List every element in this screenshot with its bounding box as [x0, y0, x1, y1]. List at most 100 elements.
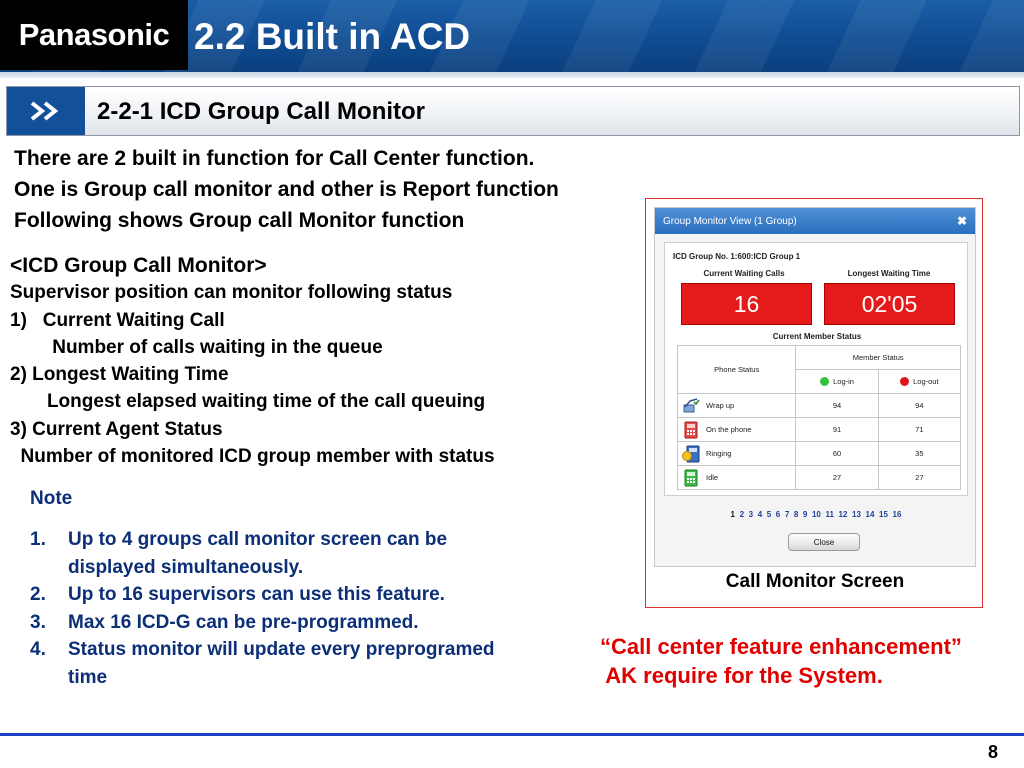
- current-waiting-value: 16: [681, 283, 812, 325]
- logout-label: Log-out: [913, 376, 939, 386]
- close-button[interactable]: Close: [788, 533, 860, 551]
- login-header: Log-in: [795, 369, 879, 394]
- note-number: 3.: [30, 611, 46, 633]
- phone-status-cell: On the phone: [676, 417, 797, 442]
- logo: Panasonic: [0, 0, 188, 70]
- phone-status-cell: Wrap up: [676, 393, 797, 418]
- feature-heading: <ICD Group Call Monitor>: [10, 254, 267, 277]
- note-text: Up to 4 groups call monitor screen can b…: [68, 529, 448, 578]
- section-header: 2-2-1 ICD Group Call Monitor: [6, 86, 1020, 136]
- page-link-8[interactable]: 8: [793, 510, 799, 519]
- feature-line: Number of monitored ICD group member wit…: [10, 446, 495, 468]
- page-link-6[interactable]: 6: [775, 510, 781, 519]
- table-subheader-row: Log-in Log-out: [678, 369, 962, 394]
- feature-line: Longest elapsed waiting time of the call…: [10, 391, 486, 413]
- note-item: 3. Max 16 ICD-G can be pre-programmed.: [30, 609, 530, 637]
- login-count: 91: [795, 417, 879, 442]
- on-phone-icon: [684, 421, 698, 438]
- group-monitor-window: Group Monitor View (1 Group) ✖ ICD Group…: [654, 207, 976, 567]
- page-link-16[interactable]: 16: [892, 510, 902, 519]
- ringing-icon: [682, 445, 700, 462]
- title-bar: Panasonic 2.2 Built in ACD: [0, 0, 1024, 72]
- phone-status-label: Ringing: [706, 449, 732, 458]
- table-row: Wrap up 94 94: [676, 393, 962, 418]
- page-link-9[interactable]: 9: [802, 510, 808, 519]
- intro-line: There are 2 built in function for Call C…: [14, 147, 535, 170]
- logout-count: 35: [877, 441, 962, 466]
- login-label: Log-in: [833, 376, 854, 386]
- member-status-header: Member Status: [795, 345, 961, 370]
- page-link-4[interactable]: 4: [757, 510, 763, 519]
- feature-line: Number of calls waiting in the queue: [10, 336, 383, 358]
- feature-list: <ICD Group Call Monitor> Supervisor posi…: [10, 252, 495, 470]
- note-text: Up to 16 supervisors can use this featur…: [68, 584, 445, 605]
- window-title: Group Monitor View (1 Group): [663, 215, 797, 227]
- phone-status-cell: Idle: [676, 465, 797, 490]
- notes-title: Note: [30, 488, 73, 509]
- page-link-7[interactable]: 7: [784, 510, 790, 519]
- requirement-line: AK require for the System.: [600, 663, 883, 688]
- screen-caption: Call Monitor Screen: [725, 571, 905, 592]
- member-status-table: Phone Status Member Status Log-in Log-ou…: [676, 345, 962, 490]
- note-text: Status monitor will update every preprog…: [68, 639, 495, 688]
- note-number: 1.: [30, 529, 46, 550]
- phone-status-header: Phone Status: [676, 345, 797, 394]
- feature-line: 2) Longest Waiting Time: [10, 364, 229, 386]
- section-title: 2-2-1 ICD Group Call Monitor: [97, 98, 426, 125]
- page-link-10[interactable]: 10: [811, 510, 821, 519]
- table-row: Idle 27 27: [676, 465, 962, 490]
- page-link-5[interactable]: 5: [766, 510, 772, 519]
- page-link-12[interactable]: 12: [838, 510, 848, 519]
- phone-status-label: Idle: [706, 473, 719, 482]
- phone-status-cell: Ringing: [676, 441, 797, 466]
- page-link-11[interactable]: 11: [825, 510, 834, 519]
- feature-line: 1) Current Waiting Call: [10, 309, 225, 331]
- note-number: 2.: [30, 584, 46, 605]
- note-number: 4.: [30, 639, 46, 660]
- intro-text: There are 2 built in function for Call C…: [14, 143, 559, 236]
- call-monitor-screenshot: Group Monitor View (1 Group) ✖ ICD Group…: [645, 198, 983, 608]
- feature-line: Supervisor position can monitor followin…: [10, 282, 453, 304]
- idle-icon: [684, 469, 698, 486]
- footer-divider: [0, 733, 1024, 736]
- note-item: 2. Up to 16 supervisors can use this fea…: [30, 581, 530, 609]
- longest-waiting-label: Longest Waiting Time: [847, 269, 931, 278]
- page-link-14[interactable]: 14: [865, 510, 875, 519]
- note-item: 4. Status monitor will update every prep…: [30, 636, 530, 691]
- page-link-1[interactable]: 1: [730, 510, 735, 519]
- wrap-up-icon: [683, 397, 700, 412]
- requirement-line: “Call center feature enhancement”: [600, 634, 962, 659]
- logout-header: Log-out: [877, 369, 962, 394]
- feature-line: 3) Current Agent Status: [10, 418, 223, 440]
- title-divider: [0, 72, 1024, 78]
- logout-count: 27: [877, 465, 962, 490]
- login-count: 60: [795, 441, 879, 466]
- intro-line: Following shows Group call Monitor funct…: [14, 209, 465, 232]
- double-chevron-icon: [7, 87, 85, 135]
- logout-count: 71: [877, 417, 962, 442]
- red-dot-icon: [900, 377, 910, 387]
- longest-waiting-value: 02'05: [824, 283, 955, 325]
- page-link-2[interactable]: 2: [739, 510, 745, 519]
- green-dot-icon: [820, 377, 830, 387]
- close-icon[interactable]: ✖: [956, 214, 967, 228]
- page-link-13[interactable]: 13: [852, 510, 861, 519]
- member-status-label: Current Member Status: [772, 332, 862, 341]
- slide-title: 2.2 Built in ACD: [194, 16, 471, 57]
- login-count: 94: [795, 393, 879, 418]
- logout-count: 94: [877, 393, 962, 418]
- group-panel: ICD Group No. 1:600:ICD Group 1 Current …: [664, 242, 968, 496]
- phone-status-label: On the phone: [706, 425, 752, 434]
- table-row: Ringing 60 35: [676, 441, 962, 466]
- page-link-15[interactable]: 15: [879, 510, 888, 519]
- note-text: Max 16 ICD-G can be pre-programmed.: [68, 611, 419, 633]
- current-waiting-label: Current Waiting Calls: [703, 269, 785, 278]
- window-title-bar: Group Monitor View (1 Group) ✖: [655, 208, 975, 234]
- table-header-row: Phone Status Member Status: [676, 345, 961, 394]
- notes-list: 1. Up to 4 groups call monitor screen ca…: [30, 526, 530, 691]
- note-item: 1. Up to 4 groups call monitor screen ca…: [30, 526, 530, 581]
- logo-text: Panasonic: [18, 17, 170, 52]
- requirement-note: “Call center feature enhancement” AK req…: [600, 632, 962, 690]
- table-row: On the phone 91 71: [676, 417, 962, 442]
- page-link-3[interactable]: 3: [748, 510, 754, 519]
